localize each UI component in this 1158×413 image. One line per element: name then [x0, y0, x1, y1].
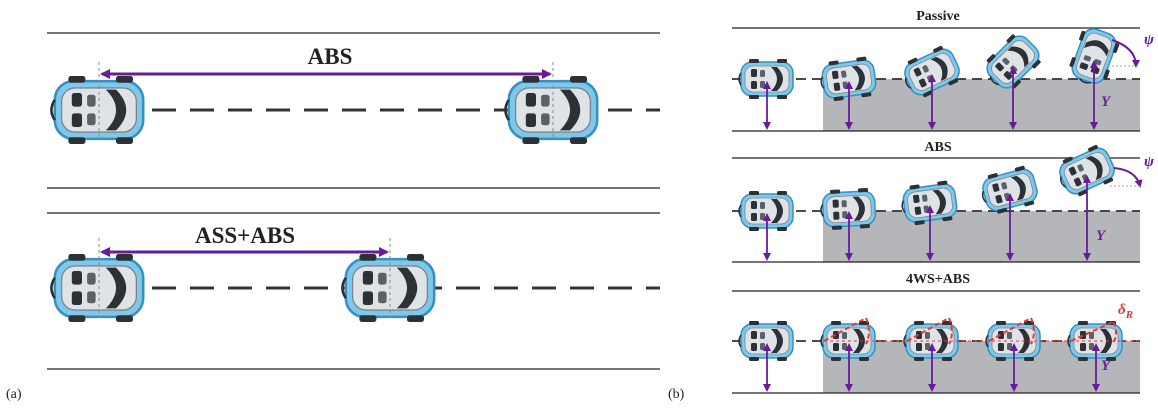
car-icon [341, 252, 436, 324]
yaw-label: ψ [1144, 154, 1155, 170]
car-icon [1052, 141, 1120, 202]
yaw-arc [1111, 39, 1140, 68]
row-abs: ABS ψ Y [732, 140, 1155, 263]
car-icon [50, 252, 145, 324]
car-icon [819, 186, 877, 232]
car-icon [977, 163, 1042, 218]
car-icon [50, 74, 145, 146]
offset-label: Y [1096, 228, 1107, 244]
steer-path [906, 317, 953, 345]
steer-path [823, 317, 870, 345]
row-title: Passive [916, 9, 960, 24]
yaw-arc [1113, 167, 1143, 188]
row-title: ABS [924, 140, 951, 155]
split-mu-area [823, 79, 1140, 131]
lane-top-title: ABS [308, 44, 353, 69]
car-icon [504, 74, 599, 146]
steer-angle-label: δR [1118, 302, 1133, 321]
panel-a: ABS ASS+ABS (a) [6, 32, 660, 402]
car-icon [738, 58, 794, 100]
yaw-label: ψ [1144, 32, 1155, 48]
car-icon [817, 54, 879, 104]
steer-path [988, 317, 1035, 345]
lane-bottom-title: ASS+ABS [195, 223, 295, 248]
panel-a-label: (a) [6, 387, 22, 402]
row-title: 4WS+ABS [906, 272, 970, 287]
car-icon [898, 178, 960, 228]
row-passive: Passive ψ Y [732, 9, 1155, 132]
car-icon [738, 190, 794, 232]
panel-b: (b) Passive ψ Y ABS [668, 9, 1155, 402]
row-4ws-abs: 4WS+ABS δR Y [732, 272, 1140, 394]
car-icon [738, 320, 794, 362]
steer-path [1070, 321, 1117, 345]
offset-label: Y [1101, 94, 1112, 110]
panel-b-label: (b) [668, 387, 685, 402]
offset-label: Y [1101, 358, 1112, 374]
